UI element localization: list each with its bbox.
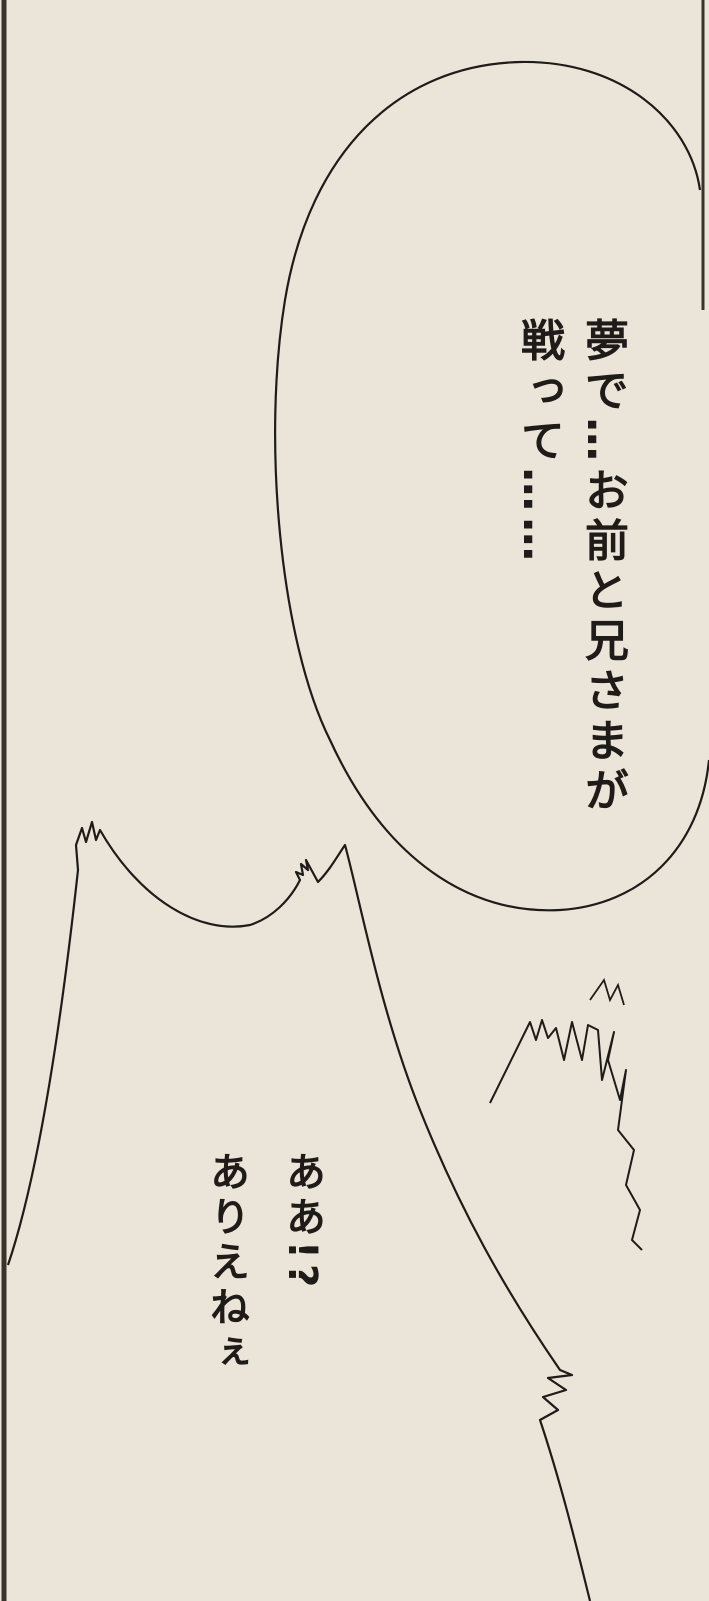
shout-line-2: ありえねぇ xyxy=(203,1150,249,1376)
sound-effect-scribble xyxy=(489,1019,643,1251)
shout-line-1: ああ!? xyxy=(279,1150,325,1293)
shout-bubble-outline xyxy=(6,820,592,1601)
speech-line-1: 夢で…お前と兄さまが xyxy=(577,317,628,818)
speech-bubble-outline xyxy=(274,60,709,912)
shout-bubble-text: ああ!? ありえねぇ xyxy=(112,1075,416,1376)
speech-bubble-text: 夢で…お前と兄さまが 戦って…… xyxy=(442,232,698,892)
speech-line-2: 戦って…… xyxy=(513,317,564,568)
sound-effect-stroke-top xyxy=(589,977,625,1006)
